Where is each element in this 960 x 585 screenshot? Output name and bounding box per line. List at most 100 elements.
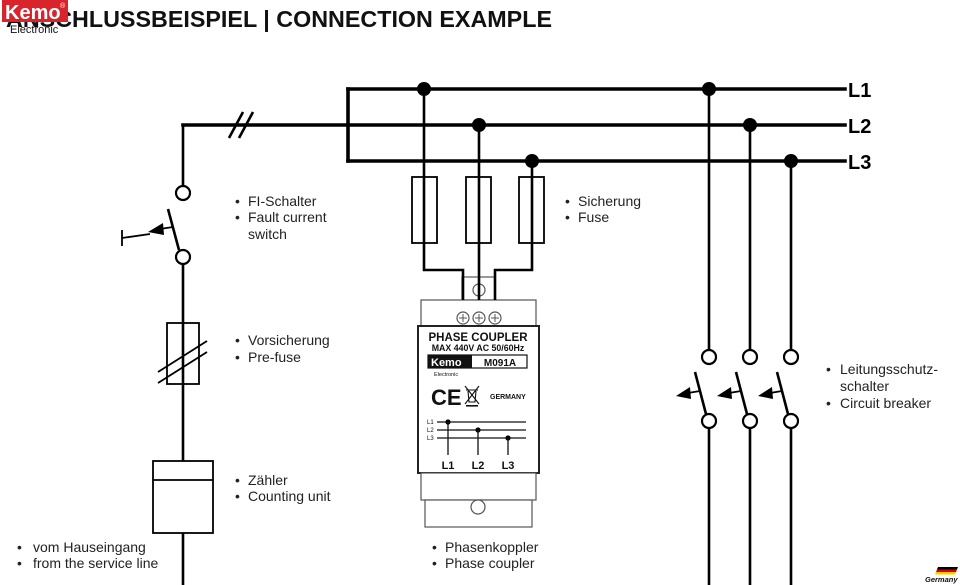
coupler-lead-l1 <box>422 243 465 300</box>
breaker-contact-top <box>741 348 759 366</box>
junction-l1-coupler <box>417 82 431 96</box>
label-fuse: • Sicherung • Fuse <box>565 193 641 225</box>
fuse-l3 <box>518 176 545 244</box>
breaker-contact-top <box>700 348 718 366</box>
counter-body <box>152 460 214 534</box>
crossed-out-bin-icon <box>464 385 480 407</box>
junction-l3-coupler <box>525 154 539 168</box>
label-fi-switch-en: Fault current <box>248 209 327 225</box>
label-phase-coupler-en: Phase coupler <box>445 555 535 571</box>
label-pre-fuse-en: Pre-fuse <box>248 349 301 365</box>
breaker-trip-arrow-icon <box>676 387 691 399</box>
breaker-contact-top <box>782 348 800 366</box>
label-fi-switch-de: FI-Schalter <box>248 193 317 209</box>
label-pre-fuse: • Vorsicherung • Pre-fuse <box>235 332 330 365</box>
phase-label-l2: L2 <box>848 116 871 138</box>
label-service-line-en: from the service line <box>33 555 158 571</box>
fi-contact-top <box>174 184 192 202</box>
label-bullet: • <box>235 349 240 365</box>
device-name: PHASE COUPLER <box>428 332 528 344</box>
terminal-label-l2: L2 <box>472 460 485 472</box>
device-mounting-clip <box>470 499 486 515</box>
label-fuse-en: Fuse <box>578 209 609 225</box>
breaker-blade <box>775 371 790 415</box>
fi-blade <box>166 208 181 251</box>
counting-unit <box>152 460 214 534</box>
device-lower-plate <box>420 472 537 501</box>
fuse-l2 <box>465 176 492 244</box>
label-bullet: • <box>565 209 570 225</box>
label-circuit-breaker-de-cont: schalter <box>840 378 889 394</box>
registered-mark: ® <box>60 2 66 10</box>
breaker-blade <box>734 371 749 415</box>
device-brand: Kemo <box>431 357 462 369</box>
pre-fuse <box>157 322 208 385</box>
label-bullet: • <box>565 193 570 209</box>
device-origin: GERMANY <box>490 394 526 401</box>
logo-subtitle: Electronic <box>10 24 59 36</box>
label-counter-de: Zähler <box>248 472 288 488</box>
service-line-chain <box>121 125 214 585</box>
label-circuit-breaker-en: Circuit breaker <box>840 395 931 411</box>
junction-l2-coupler <box>472 118 486 132</box>
breaker-contact-bottom <box>741 412 759 430</box>
fault-current-switch <box>121 184 192 266</box>
device-brand-sub: Electronic <box>434 372 458 378</box>
circuit-breaker-l3 <box>758 161 800 585</box>
label-service-line: • vom Hauseingang • from the service lin… <box>17 539 158 571</box>
flag-stripe-black <box>937 567 958 570</box>
label-bullet: • <box>432 555 437 571</box>
junction-l1-breaker <box>702 82 716 96</box>
mini-label-l3: L3 <box>427 436 434 442</box>
page-title: ANSCHLUSSBEISPIEL | CONNECTION EXAMPLE <box>6 6 552 32</box>
device-mini-schematic: L1 L2 L3 <box>427 419 526 455</box>
coupler-lead-l3 <box>493 243 534 300</box>
breaker-contact-bottom <box>700 412 718 430</box>
label-pre-fuse-de: Vorsicherung <box>248 332 330 348</box>
label-bullet: • <box>17 539 22 555</box>
ce-mark-icon: CE <box>431 385 462 410</box>
label-bullet: • <box>235 209 240 225</box>
device-brand-badge <box>428 355 472 368</box>
label-circuit-breaker-de: Leitungsschutz- <box>840 361 938 377</box>
phase-label-l3: L3 <box>848 152 871 174</box>
circuit-breaker-l2 <box>717 125 759 585</box>
label-fuse-de: Sicherung <box>578 193 641 209</box>
phase-label-l1: L1 <box>848 80 871 102</box>
label-bullet: • <box>432 539 437 555</box>
terminal-screw-slots <box>459 314 499 322</box>
break-slash-1 <box>227 111 245 139</box>
label-bullet: • <box>826 361 831 377</box>
label-service-line-de: vom Hauseingang <box>33 539 146 555</box>
pre-fuse-hatch-1 <box>157 340 208 373</box>
phase-coupler-device: PHASE COUPLER MAX 440V AC 50/60Hz Kemo M… <box>417 276 540 528</box>
made-in-germany-badge: Germany <box>925 567 958 584</box>
fi-trip-arrow-icon <box>148 223 164 235</box>
terminal-label-l1: L1 <box>442 460 455 472</box>
label-bullet: • <box>826 395 831 411</box>
kemo-logo: Kemo ® Electronic <box>2 0 68 36</box>
label-fi-switch: • FI-Schalter • Fault current switch <box>235 193 327 242</box>
junction-l3-breaker <box>784 154 798 168</box>
flag-stripe-gold <box>935 572 956 575</box>
label-circuit-breaker: • Leitungsschutz- schalter • Circuit bre… <box>826 361 938 411</box>
label-phase-coupler: • Phasenkoppler • Phase coupler <box>432 539 539 571</box>
breaker-contact-bottom <box>782 412 800 430</box>
device-rating: MAX 440V AC 50/60Hz <box>432 343 525 353</box>
device-terminals <box>456 311 502 325</box>
device-model: M091A <box>484 358 516 369</box>
pre-fuse-hatch-2 <box>157 351 208 384</box>
fi-test-button-stem <box>121 233 151 239</box>
breaker-blade <box>693 371 708 415</box>
label-phase-coupler-de: Phasenkoppler <box>445 539 539 555</box>
mini-drops <box>447 422 509 455</box>
label-fi-switch-en-cont: switch <box>248 226 287 242</box>
breaker-trip-arrow-icon <box>717 387 732 399</box>
mini-label-l1: L1 <box>427 420 434 426</box>
label-bullet: • <box>235 332 240 348</box>
label-bullet: • <box>235 472 240 488</box>
badge-text: Germany <box>925 575 958 584</box>
terminal-label-l3: L3 <box>502 460 515 472</box>
circuit-breaker-l1 <box>676 89 718 585</box>
